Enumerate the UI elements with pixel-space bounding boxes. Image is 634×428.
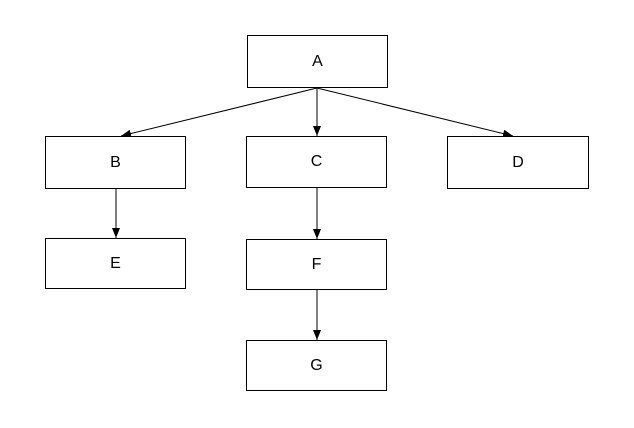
edge-a-d xyxy=(316,87,514,138)
node-label-e: E xyxy=(110,254,121,272)
node-label-a: A xyxy=(312,52,323,70)
diagram-node-f: F xyxy=(246,239,387,290)
diagram-node-c: C xyxy=(246,136,387,188)
node-label-d: D xyxy=(512,153,524,171)
node-label-f: F xyxy=(311,255,322,273)
diagram-node-g: G xyxy=(246,340,387,391)
edge-a-b xyxy=(120,87,318,138)
node-label-b: B xyxy=(110,153,121,171)
node-label-c: C xyxy=(310,153,323,170)
diagram-node-e: E xyxy=(45,238,186,289)
node-label-g: G xyxy=(310,356,323,374)
diagram-node-d: D xyxy=(447,136,589,189)
diagram-node-a: A xyxy=(247,35,388,88)
diagram-node-b: B xyxy=(45,136,186,189)
